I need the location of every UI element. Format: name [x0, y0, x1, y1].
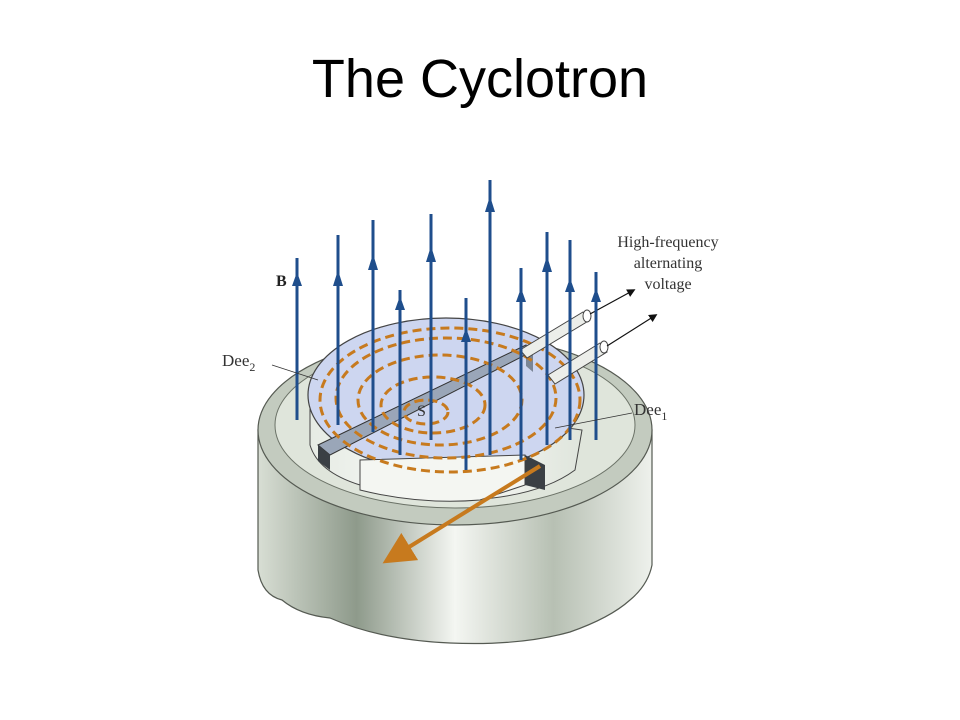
particle-spiral-path	[318, 326, 582, 474]
exiting-beam-arrow	[382, 464, 542, 564]
dee1-label: Dee1	[634, 400, 667, 423]
voltage-label-line-2: alternating	[634, 255, 702, 272]
dee2-label: Dee2	[222, 351, 255, 374]
voltage-label: High-frequency alternating voltage	[617, 234, 718, 293]
field-arrowheads	[292, 196, 601, 342]
dee-assembly	[307, 317, 585, 502]
source-label: S	[417, 403, 426, 420]
slide-title: The Cyclotron	[311, 49, 649, 109]
dee1-leader-line	[554, 412, 633, 429]
dee2-leader-line	[271, 364, 319, 381]
voltage-label-line-3: voltage	[644, 276, 691, 293]
voltage-label-line-1: High-frequency	[617, 234, 718, 251]
field-label-b: B	[276, 273, 287, 290]
voltage-leads	[519, 289, 658, 385]
